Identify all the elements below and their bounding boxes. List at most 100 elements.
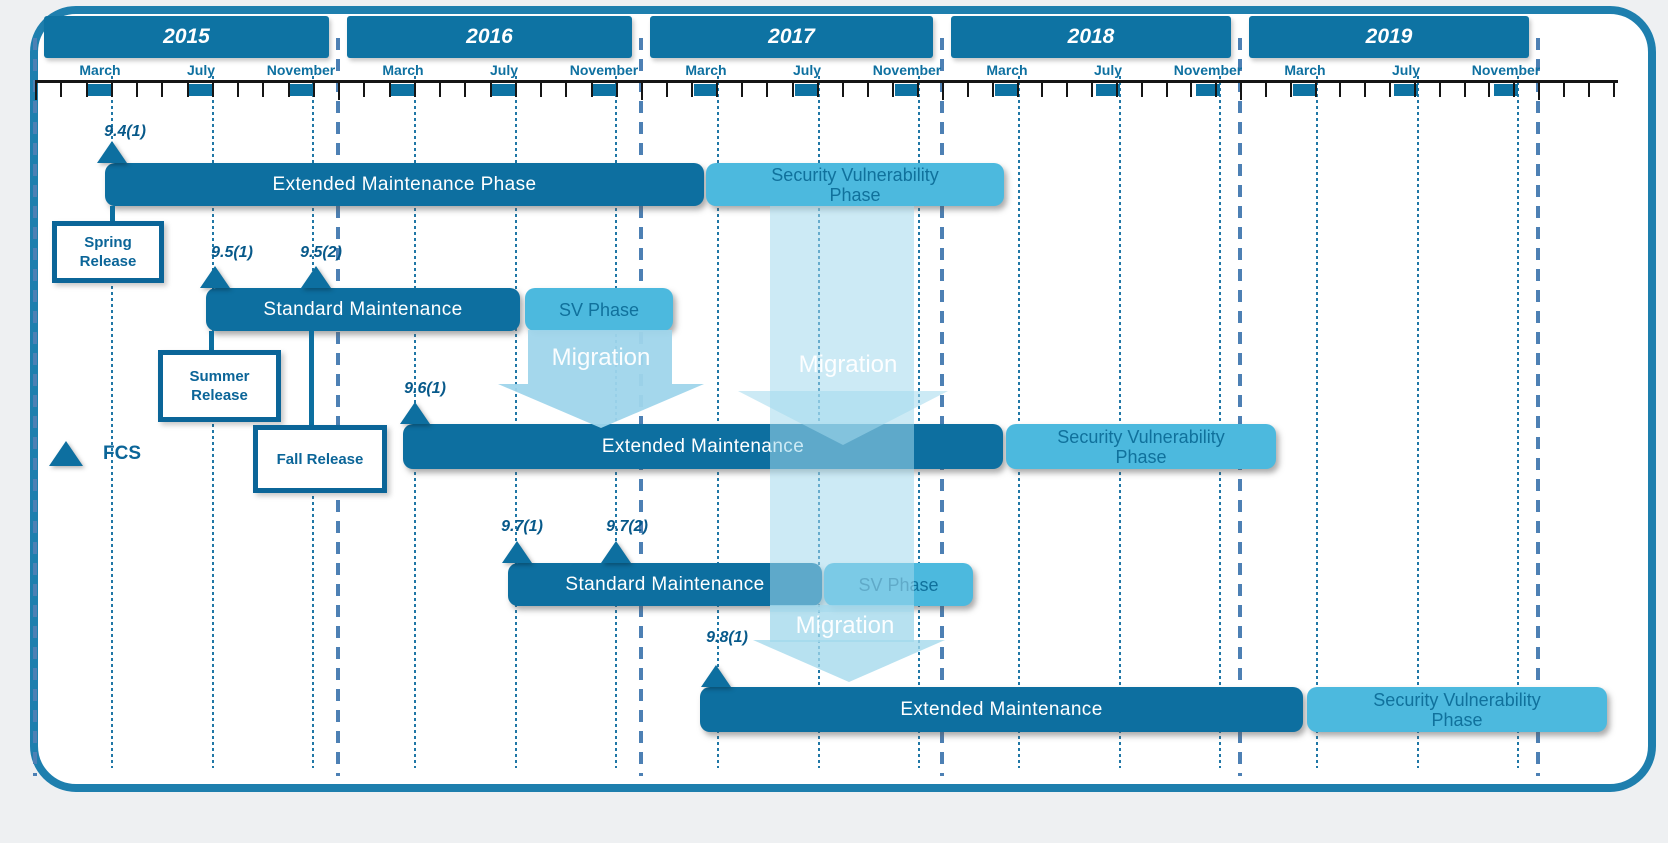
release-version-label: 9.4(1)	[104, 123, 146, 140]
migration-label: Migration	[795, 612, 895, 639]
month-tick-block	[492, 84, 516, 96]
ruler-tick	[363, 80, 366, 97]
year-header-2018: 2018	[951, 16, 1231, 58]
ruler-tick	[1463, 80, 1466, 97]
ruler-tick	[1364, 80, 1367, 97]
ruler-tick	[1289, 80, 1292, 97]
ruler-tick	[312, 80, 315, 97]
month-tick-block	[1096, 84, 1120, 96]
ruler-tick	[641, 80, 643, 100]
month-label: July	[186, 62, 215, 78]
year-boundary-line	[33, 38, 37, 776]
fcs-triangle-icon	[502, 541, 532, 563]
sv-phase-box: SV Phase	[525, 288, 673, 331]
year-header-2019: 2019	[1249, 16, 1529, 58]
ruler-tick	[1115, 80, 1118, 97]
migration-arrow-shaft	[770, 605, 914, 642]
month-tick-block	[1293, 84, 1317, 96]
month-label: March	[685, 62, 727, 78]
ruler-tick	[866, 80, 869, 97]
ruler-tick	[942, 80, 944, 100]
month-label: March	[382, 62, 424, 78]
ruler-tick	[565, 80, 568, 97]
month-label: July	[792, 62, 821, 78]
ruler-tick	[590, 80, 593, 97]
ruler-tick	[1041, 80, 1044, 97]
month-label: November	[1173, 62, 1243, 78]
month-tick-block	[289, 84, 313, 96]
ruler-tick	[816, 80, 819, 97]
fcs-triangle-icon	[301, 266, 331, 288]
ruler-tick	[615, 80, 618, 97]
ruler-tick	[136, 80, 138, 97]
ruler-tick	[891, 80, 894, 97]
month-label: November	[266, 62, 336, 78]
ruler-tick	[1215, 80, 1218, 97]
fcs-triangle-icon	[200, 266, 230, 288]
ruler-tick	[841, 80, 844, 97]
ruler-tick	[1563, 80, 1565, 97]
ruler-tick	[1314, 80, 1317, 97]
month-gridline	[1018, 76, 1020, 768]
release-version-label: 9.6(1)	[404, 380, 446, 397]
ruler-tick	[514, 80, 517, 97]
ruler-tick	[1140, 80, 1143, 97]
month-tick-block	[592, 84, 616, 96]
release-box: Summer Release	[158, 350, 281, 422]
year-header-2017: 2017	[650, 16, 933, 58]
ruler-tick	[1588, 80, 1590, 97]
month-tick-block	[1196, 84, 1220, 96]
year-boundary-line	[1536, 38, 1540, 776]
ruler-tick	[1389, 80, 1391, 97]
month-tick-block	[88, 84, 112, 96]
month-gridline	[1316, 76, 1318, 768]
month-label: March	[986, 62, 1028, 78]
ruler-tick	[60, 80, 63, 97]
ruler-tick	[1165, 80, 1168, 97]
ruler-tick	[338, 80, 340, 100]
sv-phase-label: Security Vulnerability Phase	[1373, 689, 1541, 730]
ruler-tick	[237, 80, 239, 97]
maintenance-bar: Standard Maintenance	[206, 288, 520, 331]
timeline-ruler	[35, 80, 1618, 83]
year-header-2015: 2015	[44, 16, 329, 58]
ruler-tick	[1488, 80, 1491, 97]
migration-arrow-head	[753, 640, 945, 682]
release-connector	[110, 206, 115, 222]
month-gridline	[212, 76, 214, 768]
ruler-tick	[1190, 80, 1193, 97]
migration-label: Migration	[551, 344, 651, 371]
month-label: November	[569, 62, 639, 78]
fcs-triangle-icon	[701, 665, 731, 687]
month-label: March	[79, 62, 121, 78]
fcs-triangle-icon	[97, 141, 127, 163]
month-label: July	[1391, 62, 1420, 78]
release-version-label: 9.7(2)	[606, 518, 648, 535]
fcs-legend-triangle-icon	[49, 441, 83, 466]
month-label: November	[1471, 62, 1541, 78]
month-tick-block	[694, 84, 718, 96]
release-connector	[309, 331, 314, 425]
maintenance-bar: Standard Maintenance	[508, 563, 822, 606]
ruler-tick	[966, 80, 969, 97]
release-version-label: 9.5(2)	[300, 244, 342, 261]
month-label: July	[1093, 62, 1122, 78]
year-boundary-line	[336, 38, 340, 776]
fcs-triangle-icon	[601, 541, 631, 563]
ruler-tick	[1240, 80, 1242, 100]
ruler-tick	[991, 80, 994, 97]
ruler-tick	[35, 80, 37, 100]
sv-phase-box: Security Vulnerability Phase	[706, 163, 1004, 206]
month-tick-block	[995, 84, 1019, 96]
release-version-label: 9.7(1)	[501, 518, 543, 535]
ruler-tick	[1091, 80, 1093, 97]
release-box: Fall Release	[253, 425, 387, 493]
maintenance-bar: Extended Maintenance	[700, 687, 1303, 732]
sv-phase-label: Security Vulnerability Phase	[771, 164, 939, 205]
month-gridline	[717, 76, 719, 768]
ruler-tick	[691, 80, 694, 97]
ruler-tick	[791, 80, 794, 97]
month-gridline	[111, 76, 113, 768]
